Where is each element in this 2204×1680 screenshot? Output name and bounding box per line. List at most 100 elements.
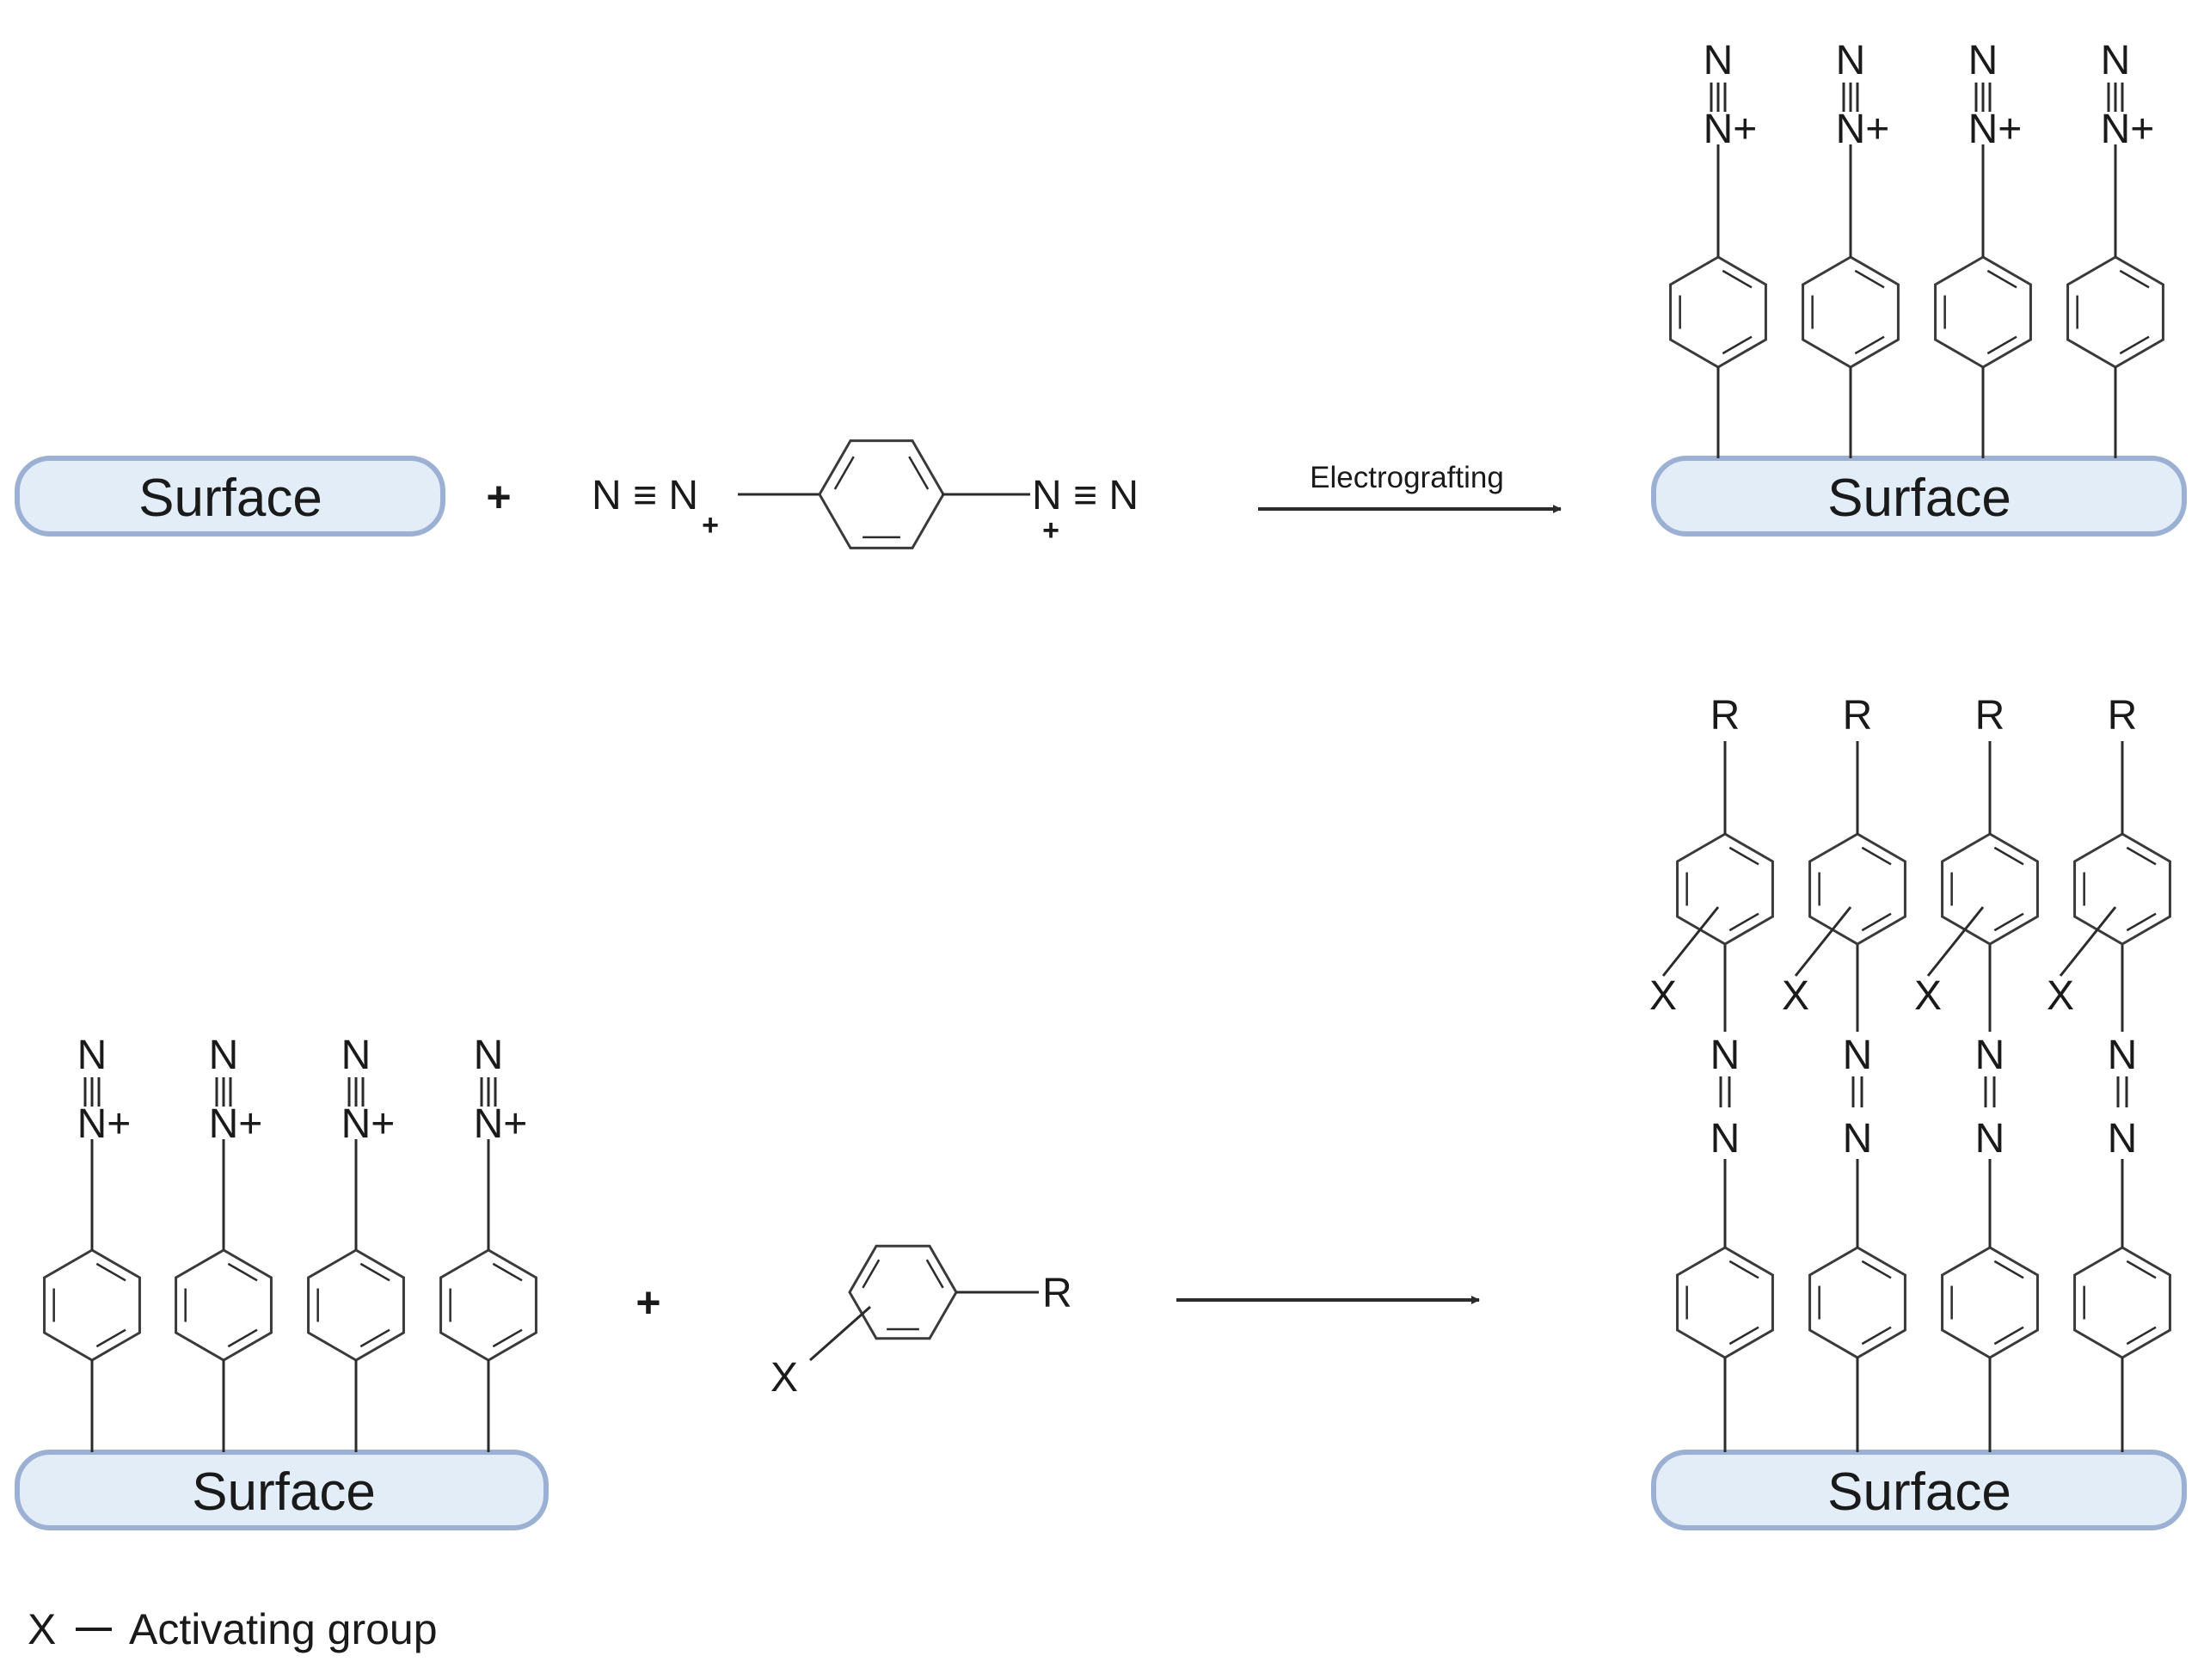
aryl-diazonium-unit: N N+ (43, 1033, 141, 1452)
ring-double-bond (1728, 1260, 1759, 1279)
ring-double-bond (1986, 335, 2017, 355)
ring-double-bond (1722, 269, 1753, 289)
substituent-r: R (1843, 693, 1873, 739)
ring-double-bond (359, 1262, 390, 1282)
ring-double-bond (492, 1262, 523, 1282)
ring-double-bond (1728, 912, 1759, 932)
ring-outline (1676, 832, 1774, 946)
activating-group-x: X (1914, 973, 1942, 1019)
ring-double-bond (2119, 335, 2150, 355)
n-atom-upper: N (1843, 1033, 1873, 1078)
n-atom-lower: N (1843, 1116, 1873, 1162)
benzene-ring (1669, 255, 1767, 369)
n-plus-atom: N+ (1968, 107, 2023, 152)
ring-double-bond (1861, 846, 1892, 866)
arrow-label-electrografting: Electrografting (1310, 461, 1504, 494)
ring-double-bond (95, 1262, 126, 1282)
ring-outline (439, 1248, 537, 1362)
n-plus-atom: N+ (77, 1101, 132, 1147)
reaction-1: Surface + N ≡ N + N ≡ N + Electrograftin… (15, 38, 2187, 549)
ring-double-bond (1993, 846, 2024, 866)
benzene-ring (43, 1248, 141, 1362)
product-1: Surface NN+NN+NN+NN+ (1651, 38, 2187, 536)
ring-double-bond (862, 1259, 881, 1289)
n-plus-atom: N+ (341, 1101, 396, 1147)
surface-block (1651, 456, 2187, 536)
aryl-diazonium-unit: NN+ (307, 1033, 405, 1452)
benzene-ring (818, 439, 945, 549)
ring-outline (307, 1248, 405, 1362)
substituent-r: R (1710, 693, 1740, 739)
grafted-surface-reactant: Surface NN+NN+NN+NN+ (15, 1033, 549, 1530)
n-plus-atom: N+ (209, 1101, 263, 1147)
surface-block (15, 456, 445, 536)
n-atom-terminal: N (1836, 38, 1866, 83)
triple-bond (480, 1077, 497, 1107)
substituent-r: R (1975, 693, 2005, 739)
activating-group-x: X (1782, 973, 1809, 1019)
triple-bond (2107, 83, 2124, 112)
legend-text: Activating group (129, 1605, 438, 1653)
benzene-ring (1676, 832, 1774, 946)
ring-double-bond (1861, 1260, 1892, 1279)
ring-double-bond (2126, 1260, 2157, 1279)
n-atom-terminal: N (1704, 38, 1734, 83)
surface-block (1651, 1450, 2187, 1530)
benzene-ring-reagent (818, 439, 945, 549)
ring-double-bond (2119, 269, 2150, 289)
triple-bond (215, 1077, 232, 1107)
ring-double-bond (1993, 1326, 2024, 1346)
ring-double-bond (1993, 1260, 2024, 1279)
substituent-r: R (1042, 1271, 1072, 1316)
bond-to-x (2059, 906, 2117, 977)
ring-double-bond (2126, 1326, 2157, 1346)
ring-double-bond (1993, 912, 2024, 932)
ring-double-bond (1728, 1326, 1759, 1346)
benzene-ring (848, 1244, 958, 1340)
bond-to-x (809, 1305, 871, 1362)
azo-coupled-unit: NN R X (1782, 693, 1906, 1452)
aryl-diazonium-unit: N N+ (1934, 38, 2032, 458)
ring-outline (2066, 255, 2164, 369)
triple-bond (1710, 83, 1727, 112)
triple-bond (347, 1077, 365, 1107)
benzene-ring (1802, 255, 1900, 369)
bis-diazonium-reagent: N ≡ N + N ≡ N + (592, 439, 1139, 549)
legend-symbol: X (28, 1605, 56, 1653)
ring-double-bond (492, 1328, 523, 1348)
double-bond (1984, 1076, 1996, 1107)
n-atom-upper: N (1975, 1033, 2005, 1078)
ring-double-bond (227, 1328, 258, 1348)
n-atom-upper: N (1710, 1033, 1740, 1078)
ring-outline (175, 1248, 273, 1362)
n-plus-atom: N+ (2101, 107, 2155, 152)
aryl-diazonium-unit: N N+ (2066, 38, 2164, 458)
benzene-ring (175, 1248, 273, 1362)
aryl-diazonium-unit: NN+ (439, 1033, 537, 1452)
surface-label: Surface (192, 1462, 376, 1522)
ring-double-bond (1722, 335, 1753, 355)
triple-bond (1974, 83, 1992, 112)
ring-double-bond (2126, 846, 2157, 866)
substituent-r: R (2108, 693, 2138, 739)
bond-to-x (1661, 906, 1720, 977)
triple-bond (83, 1077, 101, 1107)
benzene-ring (1941, 832, 2039, 946)
ring-outline (1669, 255, 1767, 369)
surface-reactant-1: Surface (15, 456, 445, 536)
ring-double-bond (2126, 912, 2157, 932)
n-atom-terminal: N (1968, 38, 1998, 83)
n-atom-terminal: N (2101, 38, 2131, 83)
n-plus-atom: N+ (1704, 107, 1758, 152)
charge-right: + (1042, 514, 1059, 547)
ring-outline (1808, 1246, 1906, 1359)
reaction-arrow-1: Electrografting (1258, 461, 1562, 513)
benzene-ring (2066, 255, 2164, 369)
double-bond (1851, 1076, 1863, 1107)
n-atom-terminal: N (77, 1033, 107, 1078)
surface-block (15, 1450, 549, 1530)
